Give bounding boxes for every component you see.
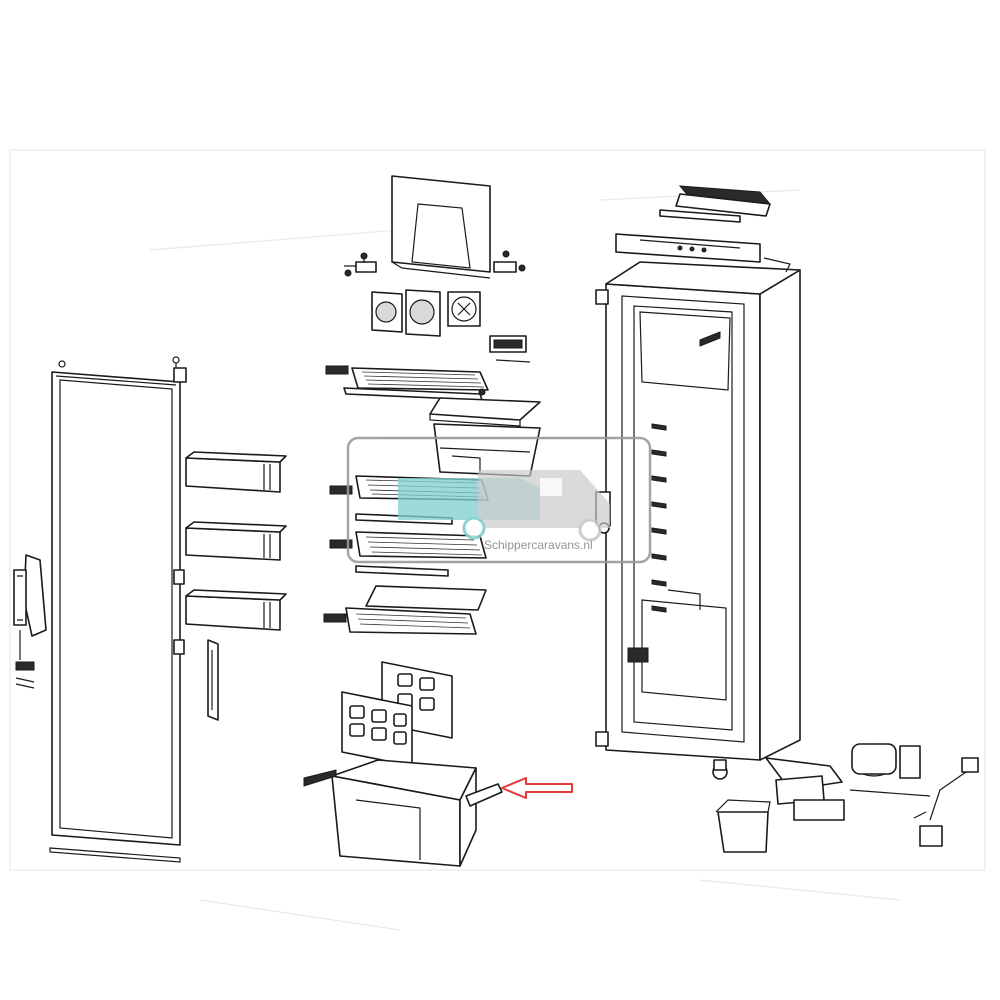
fan-assembly: [371, 289, 481, 337]
compressor-assembly: [765, 743, 931, 821]
shelf-1: [325, 365, 489, 401]
watermark-wheel-rear: [578, 518, 602, 542]
watermark: Schippercaravans.nl: [346, 436, 652, 564]
power-cable: [913, 757, 979, 847]
shelf-4: [323, 607, 477, 635]
watermark-wheel-front: [462, 516, 486, 540]
crisper-drawer: [433, 423, 541, 477]
shelf-rails: [651, 423, 667, 613]
door-bin-1: [185, 451, 287, 493]
cabinet-body: [595, 257, 801, 780]
door-bin-3: [185, 589, 287, 631]
watermark-frame: [346, 436, 652, 564]
shelf-3: [329, 531, 487, 577]
watermark-text: Schippercaravans.nl: [484, 538, 593, 552]
divider-front: [341, 691, 413, 767]
light-cover: [489, 335, 531, 363]
crisper-cover: [429, 388, 541, 427]
door-handle: [207, 639, 219, 721]
top-hinge-parts: [344, 250, 526, 277]
freezer-drawer: [303, 759, 503, 867]
watermark-camper-body: [478, 470, 610, 528]
pointer-arrow: [501, 777, 573, 799]
evaporation-tray: [715, 799, 771, 853]
door: [49, 356, 187, 863]
door-handle-left: [13, 554, 47, 689]
door-bin-2: [185, 521, 287, 561]
glass-shelf: [365, 585, 487, 611]
top-cover: [391, 175, 491, 279]
